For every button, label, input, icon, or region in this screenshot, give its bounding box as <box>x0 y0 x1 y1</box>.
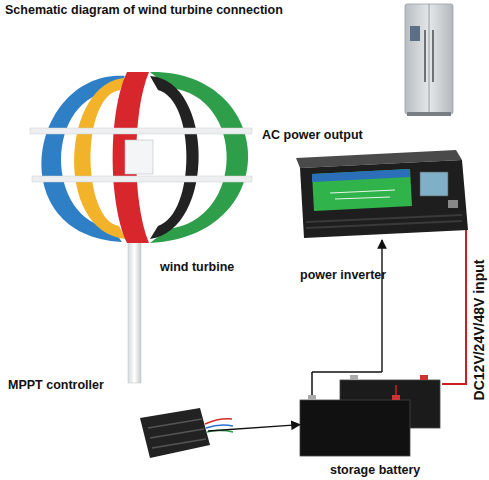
power-inverter-illustration <box>296 150 468 238</box>
controller-fin <box>150 429 204 438</box>
turbine-node: wind turbine <box>20 68 265 246</box>
signal-arrow <box>208 425 300 431</box>
power-arrow <box>381 240 382 372</box>
turbine-hub <box>125 140 153 174</box>
battery-wire <box>311 372 313 395</box>
battery-terminal <box>350 375 358 380</box>
fridge-handle <box>432 30 434 82</box>
fridge-handle <box>424 30 426 82</box>
fridge-dispenser <box>410 26 420 41</box>
fridge-base <box>407 112 451 116</box>
fridge-door-split <box>429 4 430 114</box>
component-label: storage battery <box>330 463 420 477</box>
refrigerator-illustration <box>405 4 453 116</box>
battery-terminal <box>420 375 428 380</box>
battery-terminal <box>308 395 316 400</box>
inverter-body <box>300 160 468 238</box>
sticker-line <box>335 197 390 199</box>
wind-turbine-illustration <box>30 72 252 383</box>
inverter-node: power inverter <box>298 148 470 238</box>
controller-fin <box>148 419 202 428</box>
controller-fin <box>152 439 206 448</box>
battery-wire <box>395 385 397 395</box>
battery-terminal <box>392 395 400 400</box>
black-blade <box>150 76 199 239</box>
turbine-pole <box>128 240 141 383</box>
inverter-fin <box>306 215 462 222</box>
component-label: MPPT controller <box>8 378 104 392</box>
inverter-socket <box>448 200 458 208</box>
component-label: power inverter <box>300 268 386 282</box>
controller-node: MPPT controller <box>140 405 208 460</box>
diagram-title: Schematic diagram of wind turbine connec… <box>5 3 283 17</box>
controller-body <box>140 408 210 458</box>
battery-wire <box>312 371 382 373</box>
connector-label: DC12V/24V/48V input <box>471 260 487 401</box>
blue-blade <box>42 76 125 242</box>
component-label: wind turbine <box>160 260 234 274</box>
dc-input-wire <box>442 230 466 384</box>
sticker-line <box>330 190 395 193</box>
fridge-body <box>405 4 453 114</box>
battery-illustration <box>300 372 440 456</box>
turbine-strut <box>32 176 252 182</box>
turbine-strut <box>30 128 252 134</box>
controller-wire <box>205 419 232 424</box>
inverter-sticker-band <box>312 169 410 182</box>
inverter-display <box>420 172 448 196</box>
battery-front <box>300 400 410 456</box>
annotation-label: AC power output <box>262 128 363 142</box>
inverter-sticker <box>312 169 412 211</box>
mppt-controller-illustration <box>140 408 233 458</box>
battery-node: storage battery <box>300 380 442 456</box>
green-blade <box>150 72 248 243</box>
inverter-fin <box>306 221 462 228</box>
controller-wire <box>206 425 233 428</box>
